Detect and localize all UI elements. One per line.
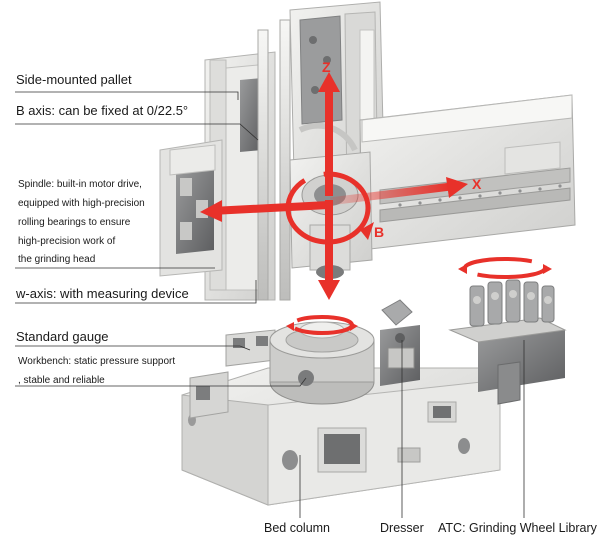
atc-magazine: [448, 279, 567, 405]
label-dresser: Dresser: [380, 521, 424, 535]
label-spindle-line-2: equipped with high-precision: [18, 198, 145, 209]
x-axis-arrowhead: [446, 177, 468, 198]
label-spindle-line-3: rolling bearings to ensure: [18, 217, 131, 228]
z-axis-arrowhead: [318, 72, 340, 92]
x-axis-beam: [169, 94, 576, 251]
dresser: [380, 299, 420, 386]
label-w-axis: w-axis: with measuring device: [16, 286, 189, 301]
label-atc: ATC: Grinding Wheel Library: [438, 521, 597, 535]
label-workbench-line-2: , stable and reliable: [18, 375, 105, 386]
label-b-axis: B axis: can be fixed at 0/22.5°: [16, 103, 189, 118]
z-axis-arrow-shaft: [325, 84, 333, 196]
label-bed-column: Bed column: [264, 521, 331, 535]
label-side-mounted-pallet: Side-mounted pallet: [16, 72, 132, 87]
label-workbench-line-1: Workbench: static pressure support: [18, 356, 176, 367]
leader-lines: [15, 91, 525, 518]
bed-column-structure: [181, 367, 501, 506]
label-spindle-line-1: Spindle: built-in motor drive,: [18, 179, 142, 190]
motion-arrows: [200, 72, 552, 335]
axis-label-b: B: [374, 224, 385, 240]
axis-label-x: X: [472, 176, 482, 192]
axis-label-z: Z: [322, 59, 331, 75]
label-standard-gauge: Standard gauge: [16, 329, 109, 344]
label-spindle-line-4: high-precision work of: [18, 236, 116, 247]
label-spindle-line-5: the grinding head: [18, 254, 96, 265]
